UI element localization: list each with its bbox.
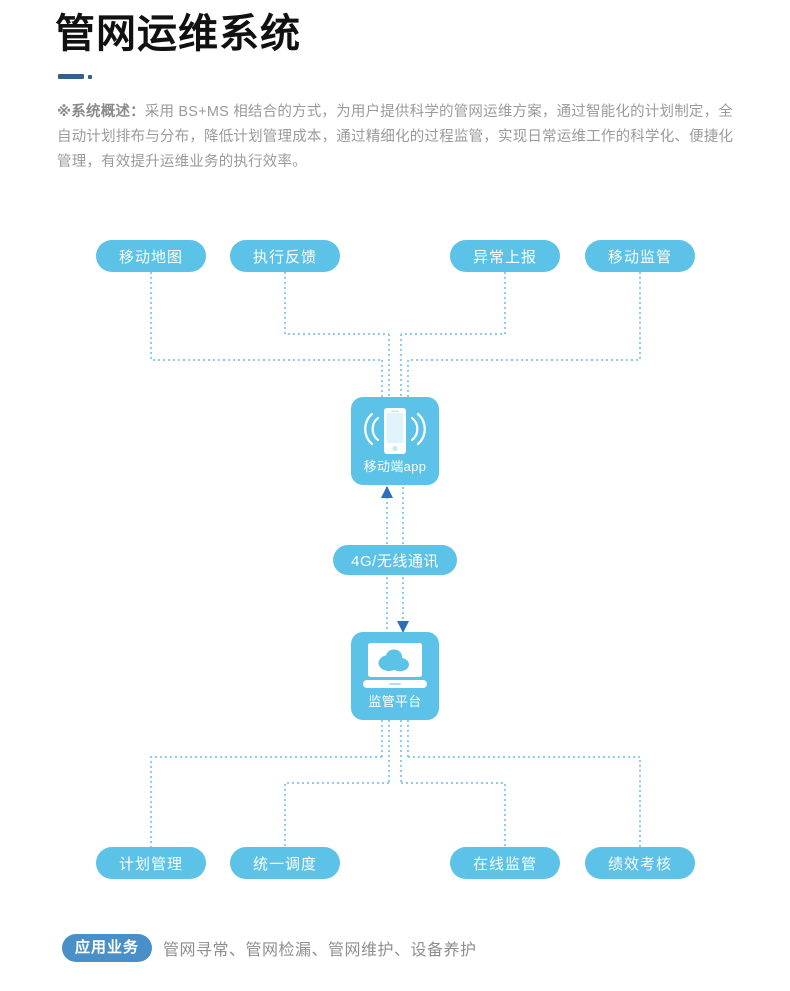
pill-execution-feedback[interactable]: 执行反馈: [230, 240, 340, 272]
application-business-bar: 应用业务 管网寻常、管网检漏、管网维护、设备养护: [62, 934, 477, 962]
connector-top-outer-right: [408, 272, 641, 361]
connector-top-outer-left: [150, 272, 382, 361]
title-underline-rule: [58, 74, 92, 79]
pill-mobile-supervision[interactable]: 移动监管: [585, 240, 695, 272]
pill-4g-wireless[interactable]: 4G/无线通讯: [333, 545, 457, 575]
system-overview-body: 采用 BS+MS 相结合的方式，为用户提供科学的管网运维方案，通过智能化的计划制…: [57, 104, 734, 170]
connector-bottom-outer-right: [408, 756, 641, 847]
connector-top-inner-right: [401, 272, 506, 335]
application-business-badge: 应用业务: [62, 934, 153, 962]
connector-top-inner-left: [284, 272, 389, 335]
page-title: 管网运维系统: [55, 12, 301, 56]
pill-unified-dispatch[interactable]: 统一调度: [230, 847, 340, 879]
node-supervision-platform-label: 监管平台: [368, 694, 422, 709]
connector-bottom-inner-right: [401, 782, 506, 847]
pill-mobile-map[interactable]: 移动地图: [96, 240, 206, 272]
node-supervision-platform[interactable]: 监管平台: [351, 632, 439, 720]
system-overview-label: ※系统概述：: [57, 104, 145, 120]
rule-dot: [88, 74, 92, 79]
application-business-text: 管网寻常、管网检漏、管网维护、设备养护: [163, 942, 477, 959]
system-overview-paragraph: ※系统概述：采用 BS+MS 相结合的方式，为用户提供科学的管网运维方案，通过智…: [57, 100, 747, 175]
rule-bar: [58, 74, 84, 79]
node-mobile-app-label: 移动端app: [363, 459, 427, 474]
pill-performance-appraisal[interactable]: 绩效考核: [585, 847, 695, 879]
pill-online-supervision[interactable]: 在线监管: [450, 847, 560, 879]
arrow-up-icon: [381, 486, 393, 498]
connector-bottom-inner-left: [284, 782, 389, 847]
node-mobile-app[interactable]: 移动端app: [351, 397, 439, 485]
pill-exception-report[interactable]: 异常上报: [450, 240, 560, 272]
pill-plan-management[interactable]: 计划管理: [96, 847, 206, 879]
mobile-phone-signal-icon: [358, 405, 432, 457]
laptop-cloud-icon: [362, 640, 428, 692]
connector-bottom-outer-left: [150, 756, 382, 847]
